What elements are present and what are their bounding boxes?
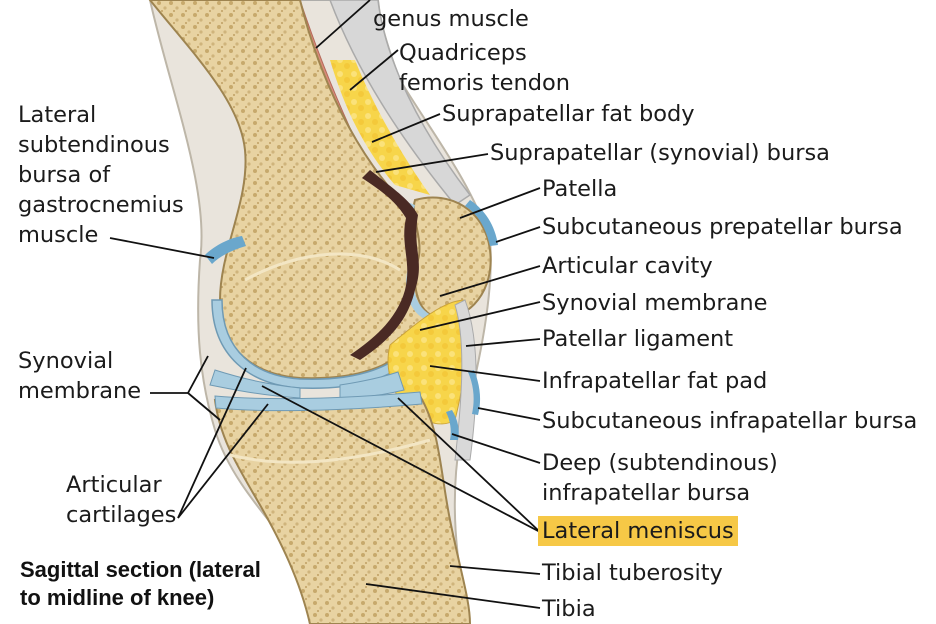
label-suprapatellar-bursa: Suprapatellar (synovial) bursa [490, 140, 830, 166]
label-synovial-membrane-left: Synovial membrane [18, 348, 142, 404]
label-deep-infrapatellar-bursa: Deep (subtendinous) infrapatellar bursa [542, 450, 778, 506]
label-suprapatellar-fat-body: Suprapatellar fat body [442, 101, 695, 127]
epiphyseal-line [229, 438, 431, 464]
label-articular-cartilages: Articular cartilages [66, 472, 177, 528]
label-subcutaneous-prepatellar-bursa: Subcutaneous prepatellar bursa [542, 214, 903, 240]
label-tibial-tuberosity: Tibial tuberosity [542, 560, 723, 586]
label-lateral-subtendinous-bursa: Lateral subtendinous bursa of gastrocnem… [18, 102, 184, 248]
label-synovial-membrane-right: Synovial membrane [542, 290, 768, 316]
articular-cavity [350, 170, 419, 360]
leader-lines [109, 0, 541, 609]
label-subcutaneous-infrapatellar-bursa: Subcutaneous infrapatellar bursa [542, 408, 918, 434]
label-genus-muscle: genus muscle [373, 6, 529, 32]
label-patella: Patella [542, 176, 618, 202]
label-quadriceps-tendon: Quadriceps femoris tendon [399, 40, 571, 96]
subcutaneous-infrapatellar-bursa-shape [468, 370, 481, 415]
gastrocnemius-bursa [205, 236, 246, 264]
diagram-caption: Sagittal section (lateral to midline of … [20, 557, 261, 610]
suprapatellar-fat-body [330, 60, 430, 195]
femoral-epiphyseal-line [244, 252, 401, 282]
label-patellar-ligament: Patellar ligament [542, 326, 734, 352]
label-articular-cavity: Articular cavity [542, 253, 713, 279]
label-infrapatellar-fat-pad: Infrapatellar fat pad [542, 368, 768, 394]
prepatellar-bursa [465, 200, 498, 246]
deep-infrapatellar-bursa-shape [446, 410, 459, 440]
label-tibia: Tibia [542, 596, 596, 622]
femur [148, 0, 432, 380]
label-lateral-meniscus: Lateral meniscus [538, 516, 738, 546]
